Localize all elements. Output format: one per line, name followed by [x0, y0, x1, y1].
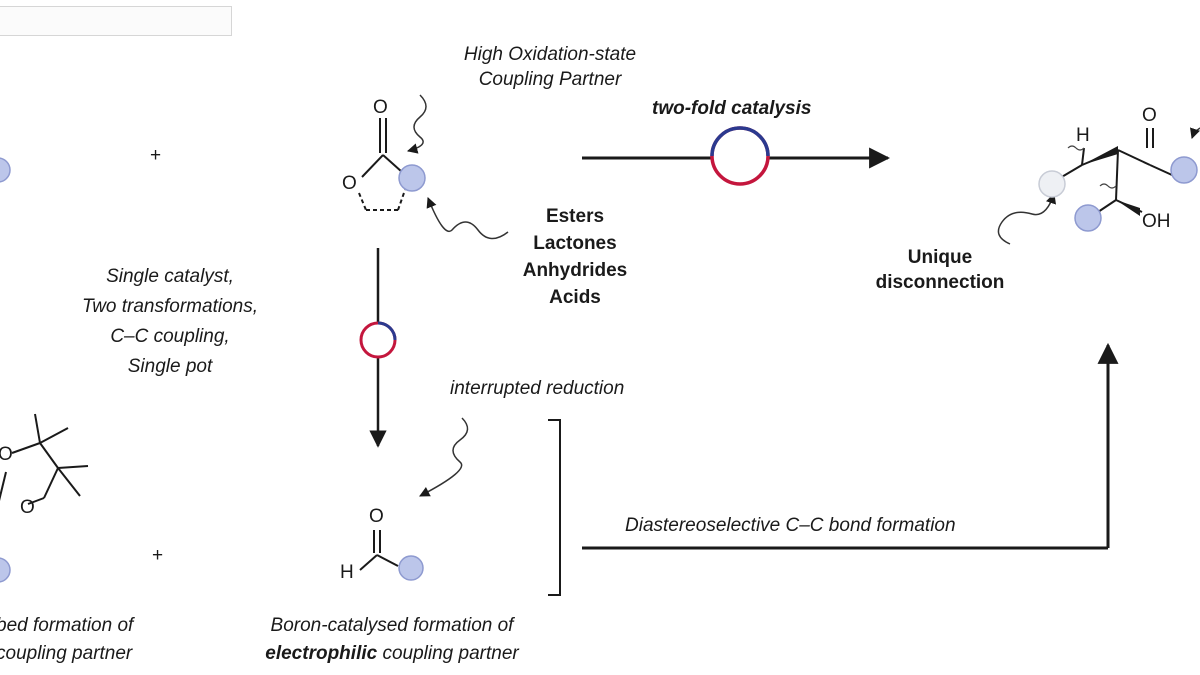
- label-high-ox: High Oxidation-state Coupling Partner: [463, 44, 637, 90]
- substrate-esters: Esters: [545, 206, 605, 227]
- caption-boron: Boron-catalysed formation of electrophil…: [265, 615, 519, 664]
- atom-product-o: O: [1142, 105, 1157, 126]
- plus-sign-top: +: [150, 145, 162, 166]
- substituent-circle-aldehyde: [398, 555, 424, 581]
- atom-product-h: H: [1076, 125, 1090, 146]
- substituent-circle-left-top: [0, 157, 11, 183]
- plus-sign-bottom: +: [152, 545, 164, 566]
- substituent-circle-lactone: [398, 164, 426, 192]
- substrate-acids: Acids: [549, 287, 601, 308]
- substrate-anhydrides: Anhydrides: [522, 260, 628, 281]
- pinacol-structure: [0, 413, 89, 505]
- caption-left: bed formation of coupling partner: [0, 615, 134, 664]
- label-single-catalyst: Single catalyst, Two transformations, C–…: [82, 266, 258, 377]
- substituent-circle-left-bottom: [0, 557, 11, 583]
- atom-product-oh: OH: [1142, 211, 1171, 232]
- wedge-bond-1: [1082, 146, 1118, 165]
- substrate-lactones: Lactones: [533, 233, 617, 254]
- top-input-box: [0, 6, 232, 36]
- bracket: [548, 419, 561, 596]
- substituent-circle-product-bottom: [1074, 204, 1102, 232]
- substituent-circle-product-acyl: [1170, 156, 1198, 184]
- atom-pinacol-o-top: O: [0, 444, 13, 465]
- squiggle-unique: [997, 193, 1056, 245]
- atom-pinacol-o-bottom: O: [20, 497, 35, 518]
- label-diastereoselective: Diastereoselective C–C bond formation: [625, 515, 956, 536]
- wedge-bond-2: [1116, 200, 1140, 216]
- substituent-circle-product-pale: [1038, 170, 1066, 198]
- lactone-structure: [358, 118, 406, 211]
- stereo-hash-2: [1099, 183, 1117, 189]
- squiggle-esters: [426, 197, 509, 240]
- catalyst-circle-twofold-blue-half: [710, 126, 770, 157]
- atom-ring-o: O: [342, 173, 357, 194]
- squiggle-interrupted: [419, 417, 469, 497]
- atom-carbonyl-o: O: [373, 97, 388, 118]
- atom-aldehyde-o: O: [369, 506, 384, 527]
- label-unique-disconnection: Unique disconnection: [875, 247, 1005, 293]
- substrate-list: Esters Lactones Anhydrides Acids: [510, 203, 640, 311]
- atom-aldehyde-h: H: [340, 562, 354, 583]
- product-arrow-squiggle: [1190, 127, 1200, 139]
- squiggle-high-ox: [406, 94, 427, 154]
- label-twofold-catalysis: two-fold catalysis: [652, 98, 812, 119]
- label-interrupted-reduction: interrupted reduction: [450, 378, 625, 399]
- aldehyde-structure: [359, 530, 399, 571]
- stereo-hash-1: [1067, 145, 1085, 151]
- catalyst-circle-reduction-blue-half: [377, 321, 397, 341]
